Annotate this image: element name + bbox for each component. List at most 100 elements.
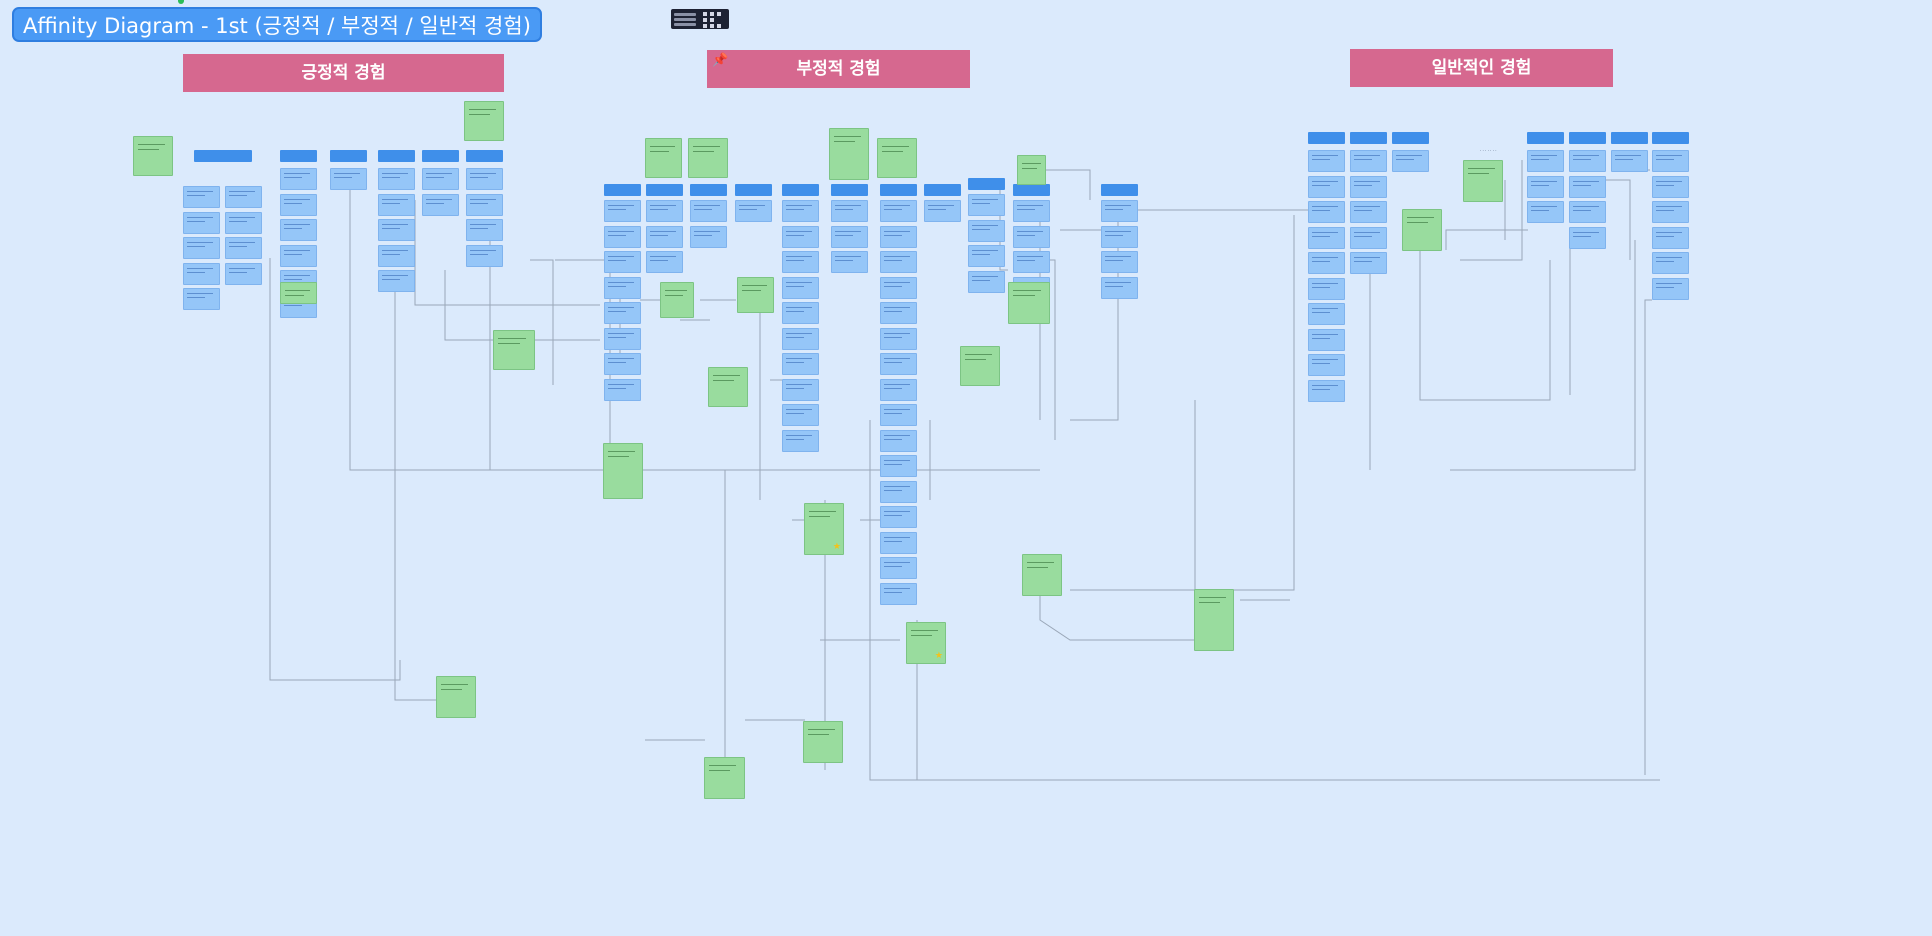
sticky-card[interactable] <box>1101 251 1138 273</box>
sticky-card[interactable] <box>466 244 503 267</box>
insight-note[interactable] <box>464 101 504 141</box>
insight-note[interactable] <box>660 282 694 318</box>
sticky-card[interactable] <box>1652 201 1689 223</box>
sticky-card[interactable] <box>1013 225 1050 248</box>
sticky-card[interactable] <box>880 404 917 426</box>
category-header[interactable] <box>1013 184 1050 196</box>
minimap[interactable] <box>671 9 729 29</box>
sticky-card[interactable] <box>1308 379 1345 402</box>
sticky-card[interactable] <box>225 237 262 259</box>
sticky-card[interactable] <box>880 531 917 554</box>
insight-note[interactable] <box>960 346 1000 386</box>
sticky-card[interactable] <box>1652 252 1689 274</box>
insight-note[interactable] <box>1017 155 1046 185</box>
category-header[interactable] <box>1569 132 1606 144</box>
sticky-card[interactable] <box>1308 201 1345 223</box>
category-header[interactable] <box>604 184 641 196</box>
sticky-card[interactable] <box>1569 150 1606 172</box>
insight-note[interactable] <box>280 282 317 304</box>
sticky-card[interactable] <box>968 270 1005 293</box>
sticky-card[interactable] <box>782 404 819 426</box>
sticky-card[interactable] <box>378 193 415 216</box>
insight-note[interactable] <box>1022 554 1062 596</box>
sticky-card[interactable] <box>378 244 415 267</box>
sticky-card[interactable] <box>1308 354 1345 376</box>
sticky-card[interactable] <box>1569 226 1606 249</box>
sticky-card[interactable] <box>1652 150 1689 172</box>
sticky-card[interactable] <box>880 429 917 452</box>
sticky-card[interactable] <box>1652 277 1689 300</box>
insight-note[interactable] <box>1008 282 1050 324</box>
insight-note[interactable] <box>829 128 869 180</box>
sticky-card[interactable] <box>690 200 727 222</box>
insight-note[interactable] <box>133 136 173 176</box>
sticky-card[interactable] <box>1308 175 1345 198</box>
insight-note[interactable] <box>877 138 917 178</box>
sticky-card[interactable] <box>1101 276 1138 299</box>
section-positive-experience[interactable]: 긍정적 경험 <box>183 54 504 92</box>
category-header[interactable] <box>1350 132 1387 144</box>
sticky-card[interactable] <box>604 327 641 350</box>
sticky-card[interactable] <box>1101 200 1138 222</box>
insight-note[interactable] <box>645 138 682 178</box>
sticky-card[interactable] <box>1611 150 1648 172</box>
sticky-card[interactable] <box>968 219 1005 242</box>
sticky-card[interactable] <box>880 557 917 579</box>
sticky-card[interactable] <box>880 480 917 503</box>
sticky-card[interactable] <box>735 200 772 222</box>
sticky-card[interactable] <box>831 251 868 273</box>
sticky-card[interactable] <box>183 237 220 259</box>
sticky-card[interactable] <box>1350 175 1387 198</box>
sticky-card[interactable] <box>1350 252 1387 274</box>
sticky-card[interactable] <box>880 506 917 528</box>
sticky-card[interactable] <box>1308 150 1345 172</box>
sticky-card[interactable] <box>1308 252 1345 274</box>
sticky-card[interactable] <box>1013 200 1050 222</box>
sticky-card[interactable] <box>378 270 415 292</box>
sticky-card[interactable] <box>225 211 262 234</box>
insight-note[interactable] <box>708 367 748 407</box>
sticky-card[interactable] <box>604 276 641 299</box>
sticky-card[interactable] <box>880 302 917 324</box>
category-header[interactable] <box>466 150 503 162</box>
category-header[interactable] <box>1101 184 1138 196</box>
category-header[interactable] <box>280 150 317 162</box>
sticky-card[interactable] <box>604 353 641 375</box>
sticky-card[interactable] <box>280 193 317 216</box>
sticky-card[interactable] <box>782 353 819 375</box>
sticky-card[interactable] <box>1350 226 1387 249</box>
section-negative-experience[interactable]: 부정적 경험 <box>707 50 970 88</box>
sticky-card[interactable] <box>782 378 819 401</box>
sticky-card[interactable] <box>1308 328 1345 351</box>
sticky-card[interactable] <box>183 186 220 208</box>
insight-note[interactable] <box>803 721 843 763</box>
sticky-card[interactable] <box>225 262 262 285</box>
sticky-card[interactable] <box>225 186 262 208</box>
category-header[interactable] <box>422 150 459 162</box>
sticky-card[interactable] <box>466 219 503 241</box>
sticky-card[interactable] <box>880 378 917 401</box>
sticky-card[interactable] <box>466 193 503 216</box>
sticky-card[interactable] <box>880 251 917 273</box>
sticky-card[interactable] <box>880 327 917 350</box>
category-header[interactable] <box>735 184 772 196</box>
sticky-card[interactable] <box>782 429 819 452</box>
sticky-card[interactable] <box>1350 150 1387 172</box>
sticky-card[interactable] <box>422 168 459 190</box>
sticky-card[interactable] <box>782 225 819 248</box>
sticky-card[interactable] <box>1392 150 1429 172</box>
sticky-card[interactable] <box>1527 175 1564 198</box>
sticky-card[interactable] <box>280 168 317 190</box>
insight-note[interactable] <box>1463 160 1503 202</box>
sticky-card[interactable] <box>968 245 1005 267</box>
sticky-card[interactable] <box>968 194 1005 216</box>
sticky-card[interactable] <box>280 244 317 267</box>
category-header[interactable] <box>782 184 819 196</box>
sticky-card[interactable] <box>1527 150 1564 172</box>
sticky-card[interactable] <box>1569 175 1606 198</box>
insight-note[interactable] <box>688 138 728 178</box>
category-header[interactable] <box>1527 132 1564 144</box>
insight-note[interactable] <box>1402 209 1442 251</box>
category-header[interactable] <box>831 184 868 196</box>
